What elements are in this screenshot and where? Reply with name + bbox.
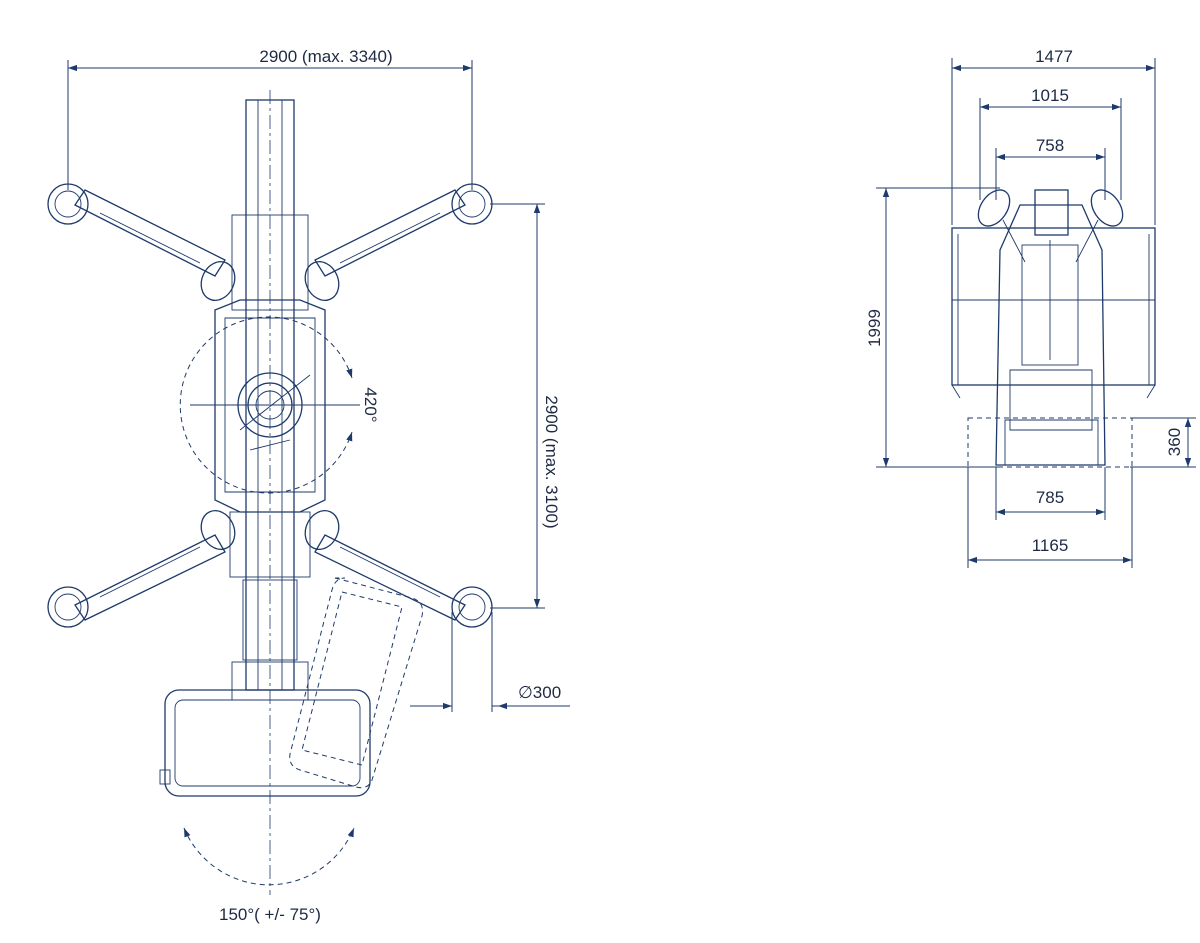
- pad-diameter-label: ∅300: [518, 683, 561, 702]
- outrigger-arms: [74, 189, 466, 621]
- track-outer-label: 1165: [1032, 536, 1069, 555]
- platform-rotation-arc: 150°( +/- 75°): [183, 827, 355, 924]
- turntable: [237, 372, 311, 451]
- dimension-758: 758: [995, 136, 1106, 200]
- dimension-1165: 1165: [967, 467, 1133, 568]
- slew-angle-label: 420°: [361, 387, 380, 422]
- track-inner-label: 785: [1036, 488, 1064, 507]
- front-mast: [995, 189, 1106, 466]
- dimension-1015: 1015: [979, 86, 1122, 200]
- front-view: 1477 1015 758 1999 360: [865, 47, 1196, 568]
- front-outrigger-pads: [977, 189, 1124, 263]
- ground-clearance-label: 360: [1165, 428, 1184, 456]
- overall-width-label: 1477: [1035, 47, 1073, 66]
- front-platform-rails: [951, 227, 1156, 399]
- top-view: 2900 (max. 3340) 2900 (max. 3100) ∅300: [47, 47, 570, 924]
- length-label: 2900 (max. 3100): [542, 395, 561, 528]
- dimension-length-top: 2900 (max. 3100): [490, 203, 561, 609]
- dimension-785: 785: [995, 467, 1106, 520]
- dimension-360: 360: [1130, 417, 1196, 468]
- outrigger-joints: [200, 261, 340, 550]
- platform-rotation-label: 150°( +/- 75°): [219, 905, 321, 924]
- slew-arc: 420°: [179, 316, 380, 494]
- dimension-pad-diameter: ∅300: [410, 612, 570, 712]
- dimension-1477: 1477: [951, 47, 1156, 225]
- height-label: 1999: [865, 309, 884, 347]
- tracks: [967, 417, 1133, 468]
- outrigger-pads: [47, 183, 493, 628]
- dimension-width-top: 2900 (max. 3340): [67, 47, 473, 190]
- width-label: 2900 (max. 3340): [259, 47, 392, 66]
- platform-rotated: [289, 577, 423, 789]
- width-1015-label: 1015: [1031, 86, 1069, 105]
- platform: [159, 661, 371, 797]
- width-758-label: 758: [1036, 136, 1064, 155]
- dimension-height: 1999: [865, 187, 1000, 468]
